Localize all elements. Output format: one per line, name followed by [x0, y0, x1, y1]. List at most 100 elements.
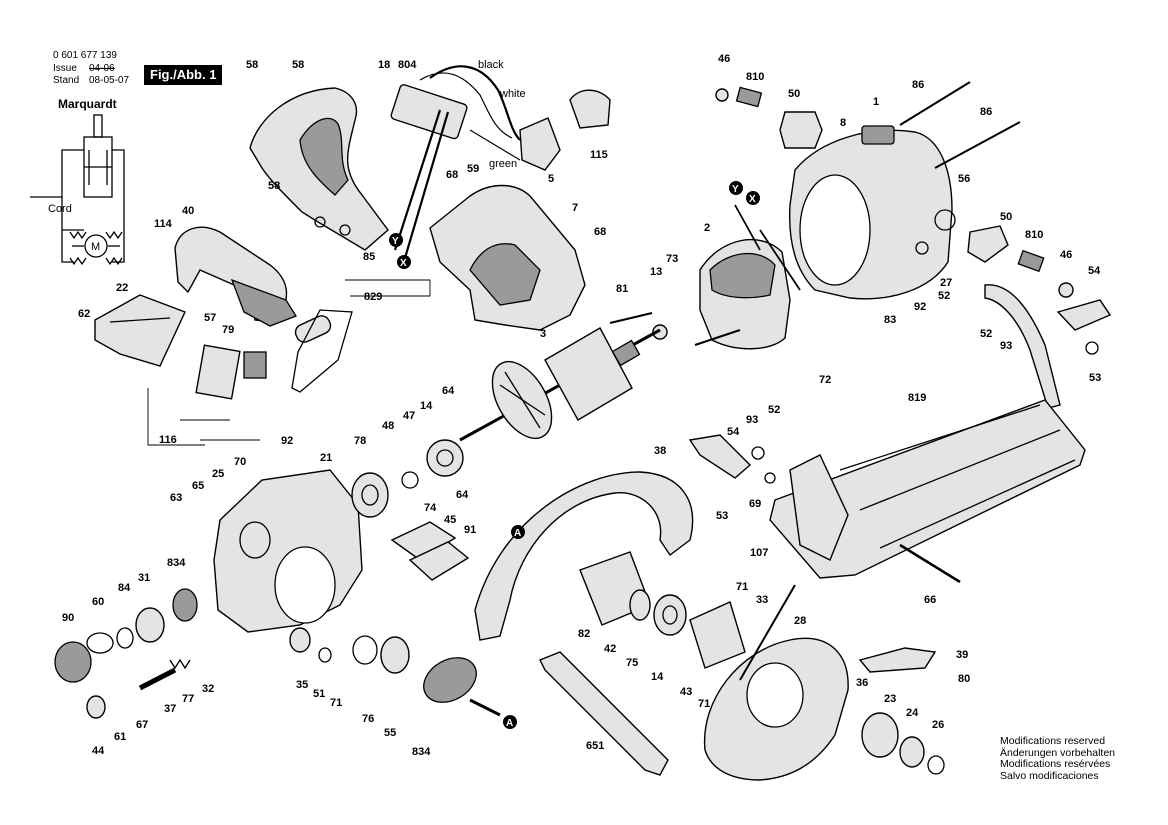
stand-date: 08-05-07 — [89, 75, 130, 86]
svg-text:A: A — [514, 528, 521, 539]
part-label: 36 — [856, 677, 868, 689]
part-label: 81 — [616, 283, 628, 295]
part-label: 46 — [718, 53, 730, 65]
issue-date: 04-06 — [89, 63, 115, 74]
part-label: 14 — [651, 671, 664, 683]
part-label: 61 — [114, 731, 126, 743]
part-label: 91 — [464, 524, 476, 536]
part-label: 52 — [768, 404, 780, 416]
brush-holder-right — [967, 225, 1074, 298]
part-label: 810 — [746, 71, 764, 83]
part-label: 43 — [680, 686, 692, 698]
part-number: 0 601 677 139 — [53, 50, 117, 61]
part-label: 50 — [788, 88, 800, 100]
part-label: 79 — [222, 324, 234, 336]
svg-text:Y: Y — [732, 184, 739, 195]
part-label: 68 — [446, 169, 458, 181]
lower-blade-guard — [703, 584, 945, 781]
part-label: 92 — [914, 301, 926, 313]
part-label: 62 — [78, 308, 90, 320]
wire-label-white: white — [499, 88, 526, 100]
handle-half-right — [429, 184, 586, 331]
part-label: 23 — [884, 693, 896, 705]
part-label: 86 — [980, 106, 992, 118]
part-label: 1 — [873, 96, 879, 108]
part-label: 48 — [382, 420, 394, 432]
svg-text:Y: Y — [392, 236, 399, 247]
part-label: 84 — [118, 582, 131, 594]
part-label: 71 — [736, 581, 748, 593]
part-label: 107 — [750, 547, 768, 559]
part-label: 2 — [704, 222, 710, 234]
part-label: 64 — [456, 489, 469, 501]
brush-box — [390, 521, 470, 581]
part-label: 59 — [467, 163, 479, 175]
modifications-notice: Modifications reserved Änderungen vorbeh… — [1000, 735, 1116, 782]
upper-blade-guard — [474, 471, 694, 641]
leader-lines — [147, 279, 431, 446]
auxiliary-handle — [174, 226, 297, 327]
marker-x — [397, 255, 411, 269]
part-label: 83 — [884, 314, 896, 326]
part-label: 18 — [378, 59, 390, 71]
part-label: 114 — [154, 218, 173, 230]
part-label: 50 — [1000, 211, 1012, 223]
part-label: 68 — [594, 226, 606, 238]
part-label: 32 — [202, 683, 214, 695]
part-label: 58 — [292, 59, 304, 71]
callout-markers: Y X Y X A A — [389, 181, 760, 729]
switch-brand: Marquardt — [58, 97, 117, 111]
part-label: 93 — [1000, 340, 1012, 352]
motor-symbol — [84, 234, 108, 258]
part-label: 70 — [234, 456, 246, 468]
part-label: 86 — [912, 79, 924, 91]
part-label: 13 — [650, 266, 662, 278]
part-label: 52 — [980, 328, 992, 340]
part-label: 25 — [212, 468, 224, 480]
part-label: 53 — [716, 510, 728, 522]
part-label: 71 — [330, 697, 342, 709]
part-label: 651 — [586, 740, 604, 752]
part-label: 834 — [412, 746, 431, 758]
part-label: 14 — [420, 400, 433, 412]
part-label: 78 — [354, 435, 366, 447]
part-label: 39 — [956, 649, 968, 661]
part-label: 115 — [590, 149, 608, 161]
clamp-lever — [195, 309, 353, 400]
svg-text:X: X — [749, 194, 756, 205]
part-label: 56 — [958, 173, 970, 185]
part-label: 834 — [167, 557, 186, 569]
part-label: 44 — [92, 745, 105, 757]
part-label: 54 — [1088, 265, 1101, 277]
armature — [401, 327, 661, 489]
bevel-bracket — [688, 434, 776, 484]
marker-x — [746, 191, 760, 205]
switch-assembly — [390, 65, 611, 259]
part-label: 57 — [204, 312, 216, 324]
part-label: 55 — [384, 727, 396, 739]
wire-label-black: black — [478, 59, 504, 71]
part-label: 60 — [92, 596, 104, 608]
motor-label: M — [91, 241, 100, 253]
notice-line-en: Modifications reserved — [1000, 735, 1106, 747]
part-label: 26 — [932, 719, 944, 731]
part-label: 3 — [540, 328, 546, 340]
part-label: 27 — [940, 277, 952, 289]
part-label: 33 — [756, 594, 768, 606]
part-label: 93 — [746, 414, 758, 426]
part-label: 46 — [1060, 249, 1072, 261]
notice-line-de: Änderungen vorbehalten — [1000, 746, 1116, 759]
part-label: 73 — [666, 253, 678, 265]
motor-housing — [788, 81, 1021, 300]
part-label: 116 — [159, 434, 177, 446]
notice-line-es: Salvo modificaciones — [1000, 769, 1099, 782]
handle-half-left — [249, 87, 389, 251]
part-label: 85 — [363, 251, 375, 263]
part-label: 47 — [403, 410, 415, 422]
gear-housing — [213, 469, 389, 633]
marker-y — [389, 233, 403, 247]
part-label: 74 — [424, 502, 437, 514]
marker-y — [729, 181, 743, 195]
